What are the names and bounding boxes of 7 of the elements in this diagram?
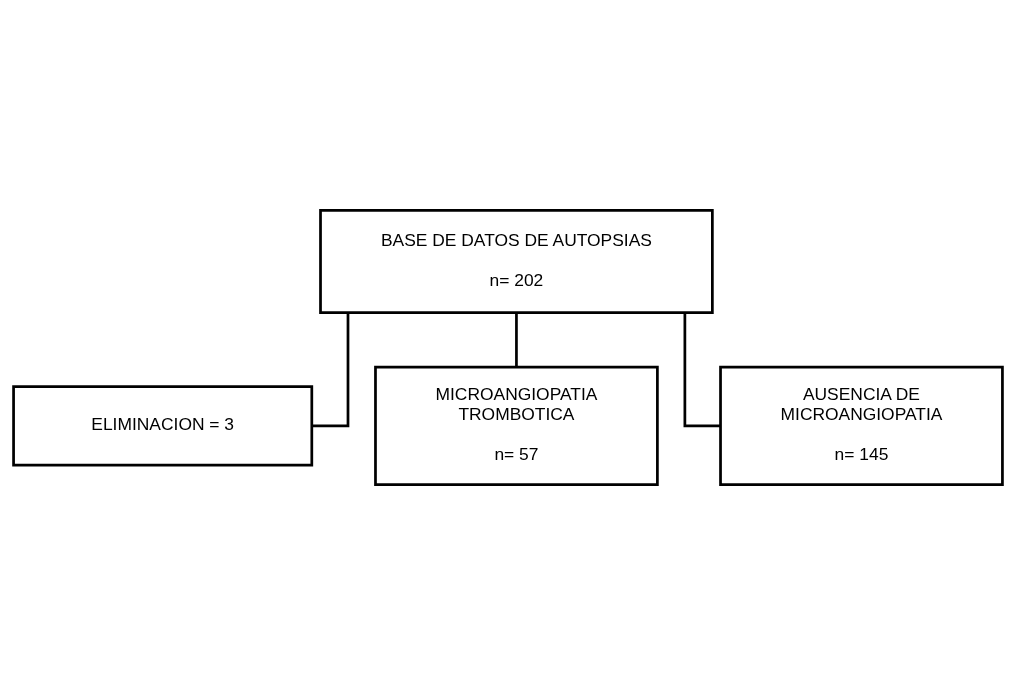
connector [514, 312, 518, 367]
connector [683, 312, 720, 427]
connector [311, 312, 349, 427]
node-box: ELIMINACION = 3 [11, 384, 313, 466]
node-box: MICROANGIOPATIA TROMBOTICA n= 57 [373, 365, 659, 486]
node-box: BASE DE DATOS DE AUTOPSIAS n= 202 [318, 208, 714, 314]
node-box: AUSENCIA DE MICROANGIOPATIA n= 145 [718, 365, 1004, 486]
